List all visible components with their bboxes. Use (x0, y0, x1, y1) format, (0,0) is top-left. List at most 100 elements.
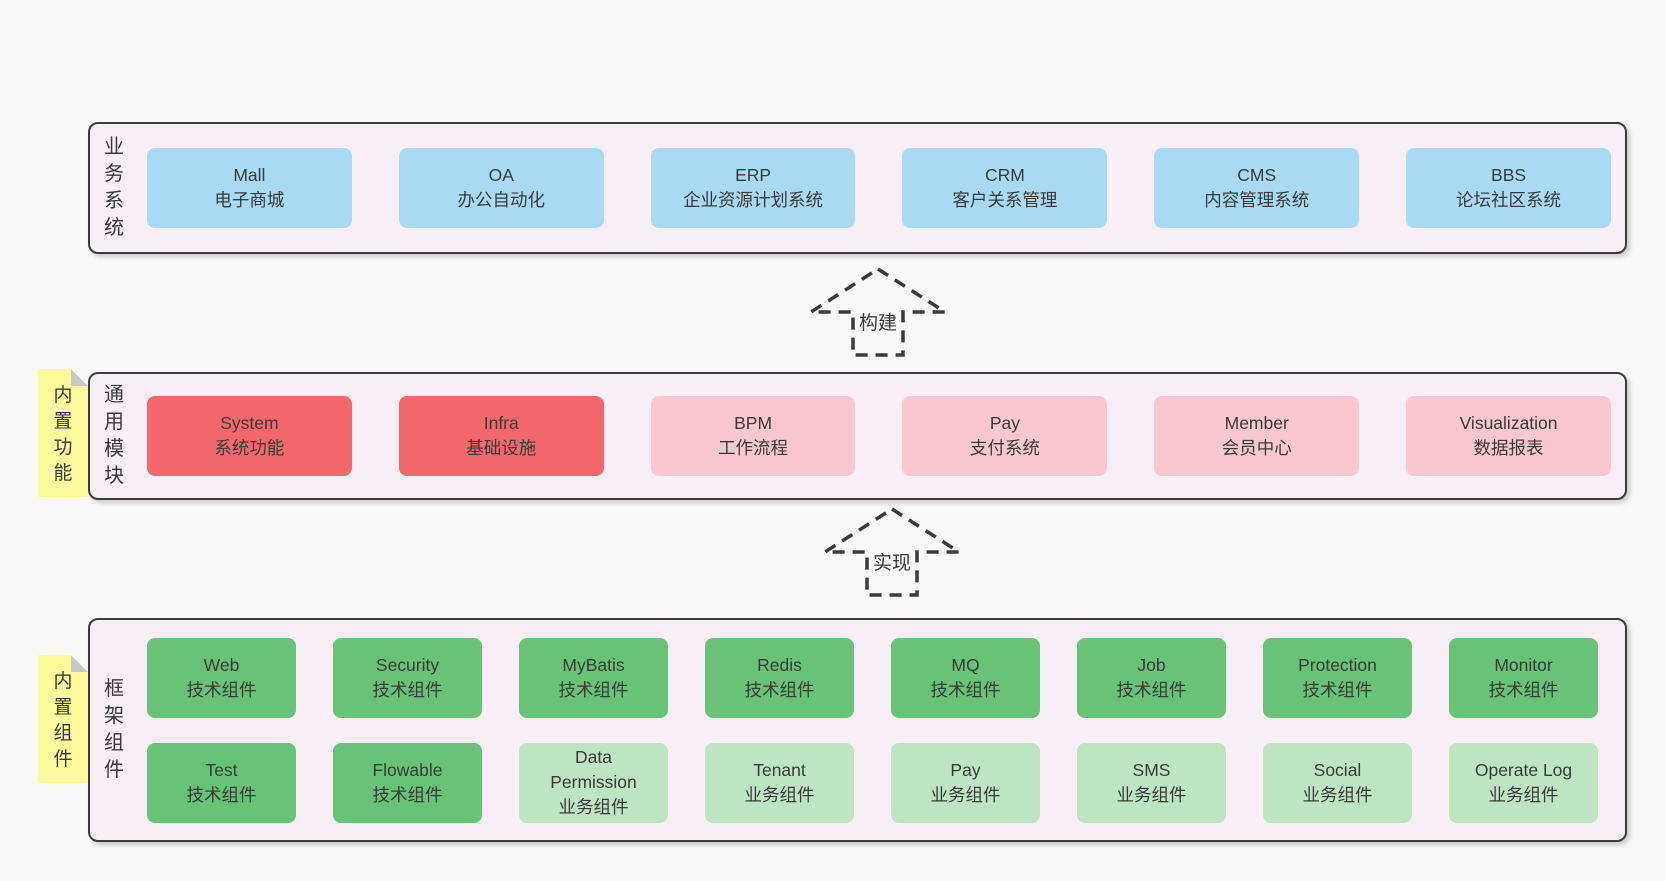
box-subtitle: 内容管理系统 (1204, 190, 1310, 210)
box-sms: SMS 业务组件 (1077, 742, 1226, 823)
box-protection: Protection 技术组件 (1263, 637, 1412, 718)
box-pay-component: Pay 业务组件 (891, 742, 1040, 823)
box-subtitle: 系统功能 (214, 438, 285, 458)
box-title: Social (1313, 759, 1362, 780)
box-operate-log: Operate Log 业务组件 (1449, 742, 1598, 823)
box-subtitle: 电子商城 (214, 190, 285, 210)
up-block-arrow-icon (821, 506, 963, 597)
box-subtitle: 业务组件 (1488, 784, 1559, 805)
box-member: Member 会员中心 (1154, 396, 1360, 476)
box-title: Tenant (753, 759, 806, 780)
implement-arrow-label: 实现 (869, 552, 915, 576)
box-title: Operate Log (1474, 759, 1573, 780)
framework-boxes-grid: Web 技术组件 Security 技术组件 MyBatis 技术组件 Redi… (147, 637, 1598, 823)
box-job: Job 技术组件 (1077, 637, 1226, 718)
box-bbs: BBS 论坛社区系统 (1406, 148, 1611, 228)
box-mq: MQ 技术组件 (891, 637, 1040, 718)
box-title: CRM (984, 165, 1025, 185)
box-title: BPM (734, 413, 773, 433)
box-title: BBS (1491, 165, 1527, 185)
box-subtitle: 客户关系管理 (952, 190, 1058, 210)
box-subtitle: 业务组件 (744, 784, 815, 805)
box-title: ERP (735, 165, 772, 185)
box-subtitle: 工作流程 (718, 438, 789, 458)
box-subtitle: 会员中心 (1221, 438, 1292, 458)
up-block-arrow-icon (807, 266, 949, 357)
box-data-permission: Data Permission 业务组件 (519, 742, 668, 823)
box-erp: ERP 企业资源计划系统 (650, 148, 856, 228)
box-oa: OA 办公自动化 (398, 148, 604, 228)
box-tenant: Tenant 业务组件 (705, 742, 854, 823)
box-title: OA (488, 165, 514, 185)
box-title: Security (375, 654, 440, 675)
box-subtitle: 技术组件 (558, 679, 629, 700)
box-title: Pay (989, 413, 1020, 433)
implement-arrow: 实现 (821, 504, 963, 600)
folded-corner-icon (71, 655, 88, 672)
box-mall: Mall 电子商城 (147, 148, 352, 228)
box-title: Visualization (1459, 413, 1558, 433)
box-title: Pay (950, 759, 981, 780)
box-title: Mall (233, 165, 266, 185)
sticky-builtin-features-label: 内置功能 (53, 385, 73, 484)
box-title: Monitor (1494, 654, 1553, 675)
box-test: Test 技术组件 (147, 742, 296, 823)
box-subtitle: 技术组件 (1488, 679, 1559, 700)
box-title: Redis (757, 654, 802, 675)
box-social: Social 业务组件 (1263, 742, 1412, 823)
box-mybatis: MyBatis 技术组件 (519, 637, 668, 718)
box-title: Test (205, 759, 238, 780)
folded-corner-icon (71, 369, 88, 386)
box-bpm: BPM 工作流程 (650, 396, 856, 476)
box-visualization: Visualization 数据报表 (1406, 396, 1611, 476)
box-title: MyBatis (562, 654, 625, 675)
box-title: Flowable (372, 759, 443, 780)
band-business-label: 业务系统 (104, 136, 124, 239)
build-arrow: 构建 (807, 264, 949, 360)
box-title: Member (1224, 413, 1289, 433)
box-subtitle: 办公自动化 (457, 190, 545, 210)
box-subtitle: 企业资源计划系统 (683, 190, 824, 210)
box-subtitle: 技术组件 (372, 679, 443, 700)
box-system: System 系统功能 (147, 396, 352, 476)
box-title: Protection (1298, 654, 1377, 675)
modules-boxes-row: System 系统功能 Infra 基础设施 BPM 工作流程 Pay 支付系统… (147, 396, 1611, 476)
box-crm: CRM 客户关系管理 (902, 148, 1108, 228)
box-title: Web (203, 654, 240, 675)
box-title: System (220, 413, 279, 433)
box-infra: Infra 基础设施 (398, 396, 604, 476)
box-pay-module: Pay 支付系统 (902, 396, 1108, 476)
box-subtitle: 业务组件 (1302, 784, 1373, 805)
box-subtitle: 技术组件 (1116, 679, 1187, 700)
box-web: Web 技术组件 (147, 637, 296, 718)
sticky-note-builtin-features: 内置功能 (38, 369, 88, 497)
box-title: Infra (483, 413, 519, 433)
box-subtitle: 业务组件 (558, 797, 629, 817)
band-business-systems: 业务系统 Mall 电子商城 OA 办公自动化 ERP 企业资源计划系统 CRM… (88, 122, 1627, 254)
sticky-builtin-components-label: 内置组件 (53, 671, 73, 770)
box-title: Job (1137, 654, 1166, 675)
box-subtitle: 技术组件 (372, 784, 443, 805)
box-title: Data Permission (550, 747, 637, 792)
box-flowable: Flowable 技术组件 (333, 742, 482, 823)
box-security: Security 技术组件 (333, 637, 482, 718)
band-modules-label: 通用模块 (104, 384, 124, 487)
box-subtitle: 业务组件 (1116, 784, 1187, 805)
box-redis: Redis 技术组件 (705, 637, 854, 718)
box-subtitle: 支付系统 (969, 438, 1040, 458)
box-subtitle: 技术组件 (744, 679, 815, 700)
box-title: MQ (951, 654, 980, 675)
box-title: CMS (1237, 165, 1277, 185)
box-subtitle: 基础设施 (466, 438, 537, 458)
business-boxes-row: Mall 电子商城 OA 办公自动化 ERP 企业资源计划系统 CRM 客户关系… (147, 148, 1611, 228)
band-framework-label: 框架组件 (104, 678, 124, 781)
build-arrow-label: 构建 (855, 312, 901, 336)
box-title: SMS (1132, 759, 1171, 780)
box-cms: CMS 内容管理系统 (1154, 148, 1360, 228)
box-subtitle: 技术组件 (1302, 679, 1373, 700)
box-subtitle: 技术组件 (930, 679, 1001, 700)
box-subtitle: 技术组件 (186, 679, 257, 700)
band-framework-components: 框架组件 Web 技术组件 Security 技术组件 MyBatis 技术组件… (88, 618, 1627, 842)
box-subtitle: 数据报表 (1473, 438, 1544, 458)
